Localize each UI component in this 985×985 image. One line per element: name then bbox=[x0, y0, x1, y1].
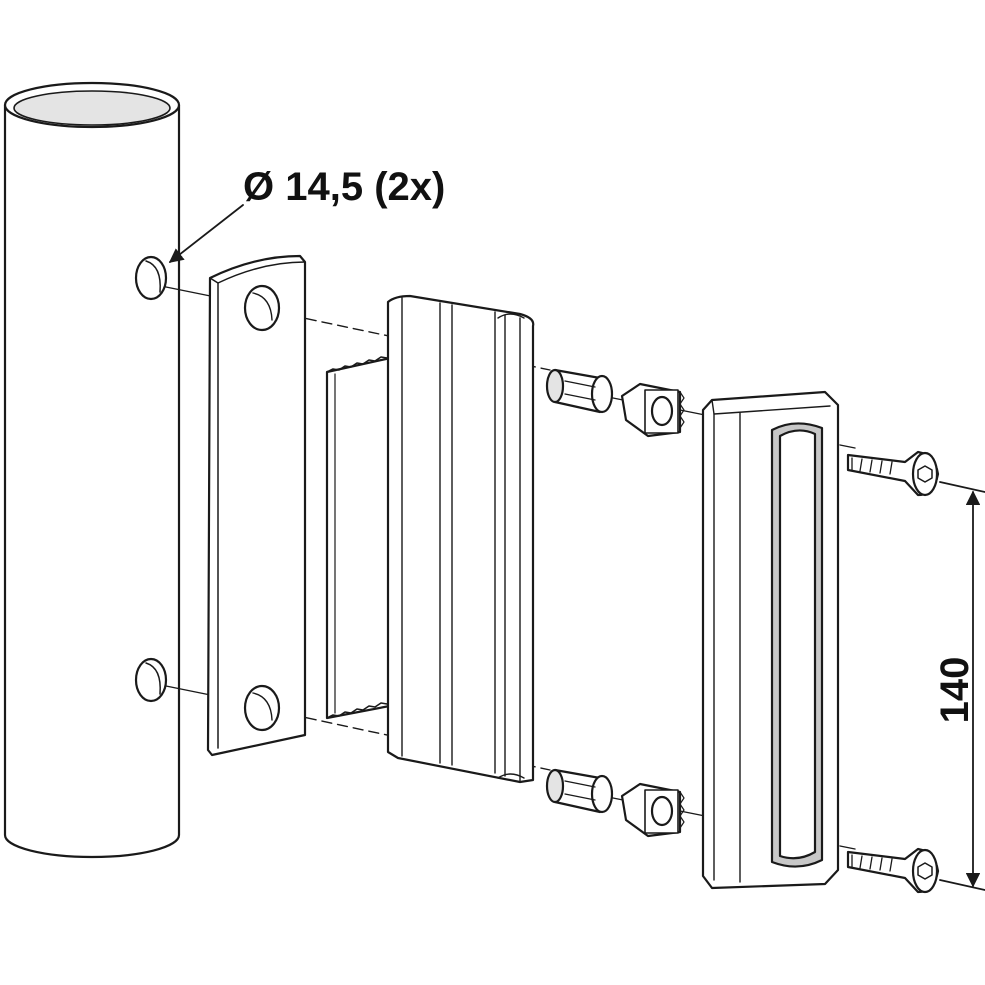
round-post bbox=[3, 81, 181, 859]
post-hole-top bbox=[134, 255, 168, 301]
plate-hole-top bbox=[243, 284, 281, 332]
dimension-label: 140 bbox=[933, 657, 977, 724]
serrated-insert bbox=[325, 353, 397, 720]
hole-label-leader bbox=[168, 204, 244, 263]
square-nut-bottom bbox=[620, 782, 685, 838]
post-hole-bottom bbox=[134, 657, 168, 703]
hole-diameter-label: Ø 14,5 (2x) bbox=[243, 165, 445, 209]
pull-handle bbox=[701, 390, 840, 890]
square-nut-top bbox=[620, 382, 685, 438]
dimension-140 bbox=[939, 481, 985, 891]
split-sleeve-top bbox=[545, 368, 614, 414]
plate-hole-bottom bbox=[243, 684, 281, 732]
countersunk-screw-bottom bbox=[846, 847, 940, 894]
split-sleeve-bottom bbox=[545, 768, 614, 814]
handle-profile bbox=[386, 294, 535, 784]
mounting-plate bbox=[206, 254, 307, 757]
countersunk-screw-top bbox=[846, 450, 940, 497]
